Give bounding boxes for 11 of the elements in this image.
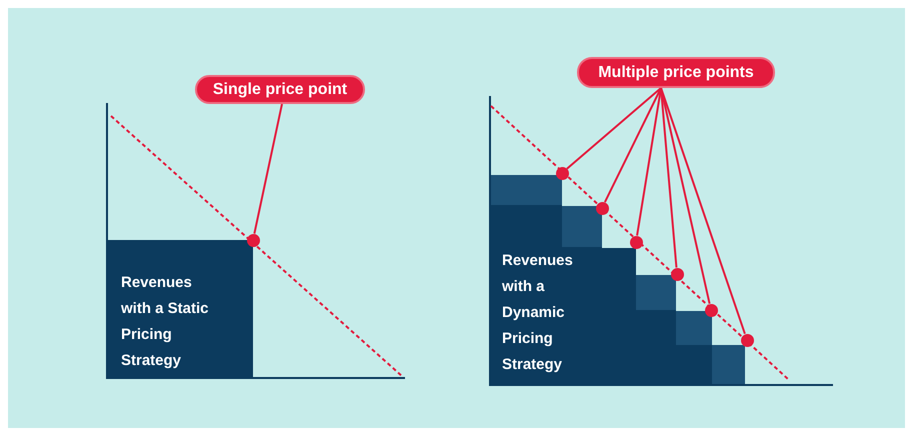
leader-line [566,87,662,170]
callout-label: Multiple price points [577,57,775,88]
leader-line [604,88,662,203]
revenue-text: Revenues with a Dynamic Pricing Strategy [502,251,574,375]
revenue-area: Revenues with a Static Pricing Strategy [107,240,253,378]
leader-line [253,104,283,234]
leader-line [660,88,711,304]
revenue-staircase [490,175,745,385]
leader-line [660,88,746,334]
leader-line [660,88,678,268]
callout-label: Single price point [195,75,365,104]
